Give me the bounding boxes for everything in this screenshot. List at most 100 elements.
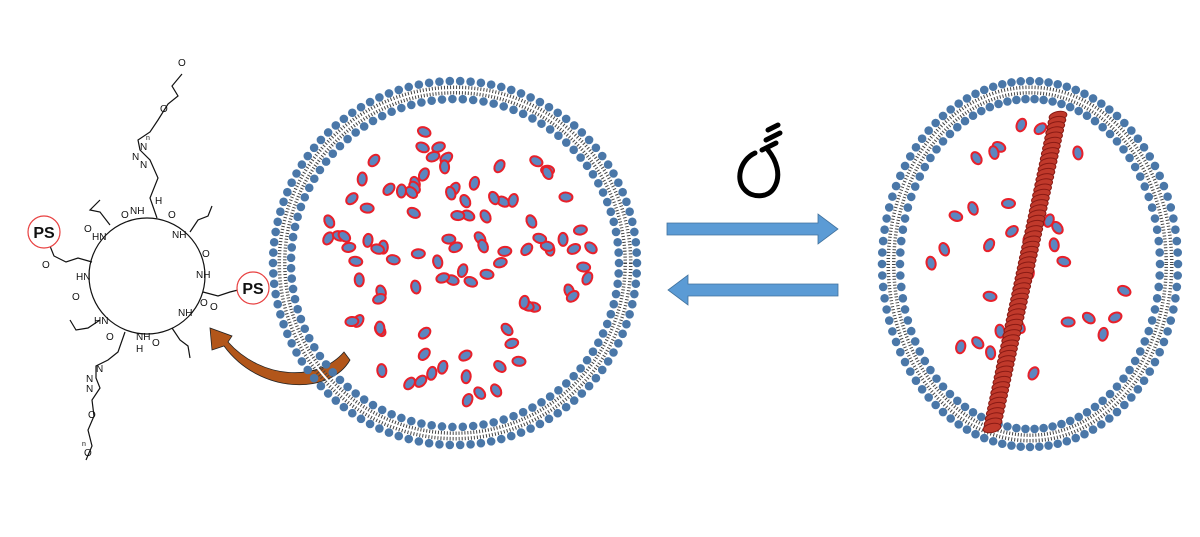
lipid-head [309, 174, 319, 184]
lipid-head [882, 305, 891, 314]
lipid-head [1044, 78, 1053, 87]
repeat-unit-label: n [146, 135, 150, 142]
lipid-head [1130, 356, 1140, 366]
lipid-head [516, 428, 526, 437]
cargo-molecule [584, 241, 598, 255]
lipid-head [1135, 172, 1145, 181]
lipid-head [387, 107, 396, 117]
cargo-molecule [938, 242, 951, 257]
cargo-molecule [988, 145, 1000, 160]
lipid-head [1133, 134, 1143, 144]
lipid-head [351, 389, 360, 398]
atom-label: N [132, 152, 139, 163]
lipid-head [290, 222, 300, 232]
lipid-head [1044, 441, 1053, 450]
atom-label: O [88, 410, 96, 421]
cargo-molecule [344, 315, 360, 328]
lipid-head [347, 408, 357, 418]
lipid-head [614, 248, 623, 257]
cargo-molecule [372, 293, 387, 305]
lipid-head [279, 197, 288, 207]
cargo-molecule [967, 201, 979, 216]
cargo-molecule [1060, 316, 1076, 328]
lipid-head [351, 128, 360, 137]
lipid-head [506, 85, 516, 95]
lipid-head [971, 429, 980, 439]
lipid-head [377, 111, 387, 121]
cargo-molecule [426, 365, 438, 381]
cargo-molecule [970, 151, 983, 166]
lipid-head [499, 415, 508, 424]
atom-label: NH [196, 270, 210, 281]
lipid-head [489, 418, 498, 427]
lipid-head [931, 400, 940, 410]
lipid-head [417, 98, 426, 107]
lipid-head [584, 135, 594, 145]
lipid-head [591, 143, 601, 153]
lipid-head [343, 382, 352, 392]
lipid-head [297, 357, 307, 366]
lipid-head [882, 214, 891, 223]
lipid-head [988, 82, 998, 92]
lipid-head [588, 170, 598, 179]
cargo-molecule [1005, 225, 1019, 238]
lipid-head [309, 143, 319, 153]
lipid-head [321, 360, 331, 369]
lipid-head [895, 259, 905, 269]
lipid-head [293, 212, 302, 222]
cargo-molecule [479, 209, 492, 224]
lipid-head [356, 102, 366, 112]
cargo-molecule [493, 360, 507, 373]
lipid-head [910, 182, 920, 191]
lipid-head [979, 85, 989, 95]
lipid-head [977, 412, 986, 422]
cargo-molecule [456, 263, 469, 278]
cargo-molecule [348, 255, 364, 267]
lipid-head [288, 284, 298, 294]
cargo-molecule [1056, 255, 1072, 268]
lipid-head [286, 253, 296, 263]
lipid-head [554, 385, 563, 395]
lipid-head [468, 95, 478, 105]
lipid-head [303, 365, 313, 375]
lipid-head [499, 102, 508, 111]
lipid-head [900, 305, 910, 314]
atom-label: H [136, 344, 143, 355]
lipid-head [924, 393, 933, 402]
lipid-head [466, 77, 475, 86]
atom-label: O [121, 210, 129, 221]
lipid-head [891, 337, 901, 347]
atom-label: N [86, 374, 93, 385]
cargo-molecule [525, 214, 538, 229]
lipid-head [427, 96, 436, 105]
lipid-head [1105, 414, 1114, 423]
lipid-head [448, 94, 457, 104]
lipid-head [455, 76, 465, 86]
lipid-head [1145, 367, 1155, 376]
lipid-head [479, 420, 488, 429]
lipid-head [896, 236, 906, 246]
atom-label: HN [92, 232, 106, 243]
lipid-head [946, 414, 955, 423]
cargo-molecule [529, 155, 544, 168]
lipid-head [535, 97, 545, 107]
lipid-head [406, 416, 416, 426]
cargo-molecule [1015, 117, 1028, 133]
lipid-head [603, 357, 613, 366]
lipid-head [979, 433, 989, 443]
lipid-head [613, 237, 622, 247]
cargo-molecule [439, 159, 451, 175]
lipid-head [900, 357, 910, 367]
cargo-molecule [345, 192, 359, 206]
lipid-head [1012, 423, 1021, 433]
lipid-head [594, 178, 603, 188]
lipid-head [271, 289, 280, 299]
lipid-head [476, 78, 486, 88]
lipid-head [1169, 305, 1178, 314]
right-ester-linker [202, 289, 239, 297]
lipid-head [953, 396, 962, 406]
lipid-head [614, 339, 623, 348]
lipid-head [1166, 203, 1176, 212]
cargo-molecule [417, 347, 431, 361]
